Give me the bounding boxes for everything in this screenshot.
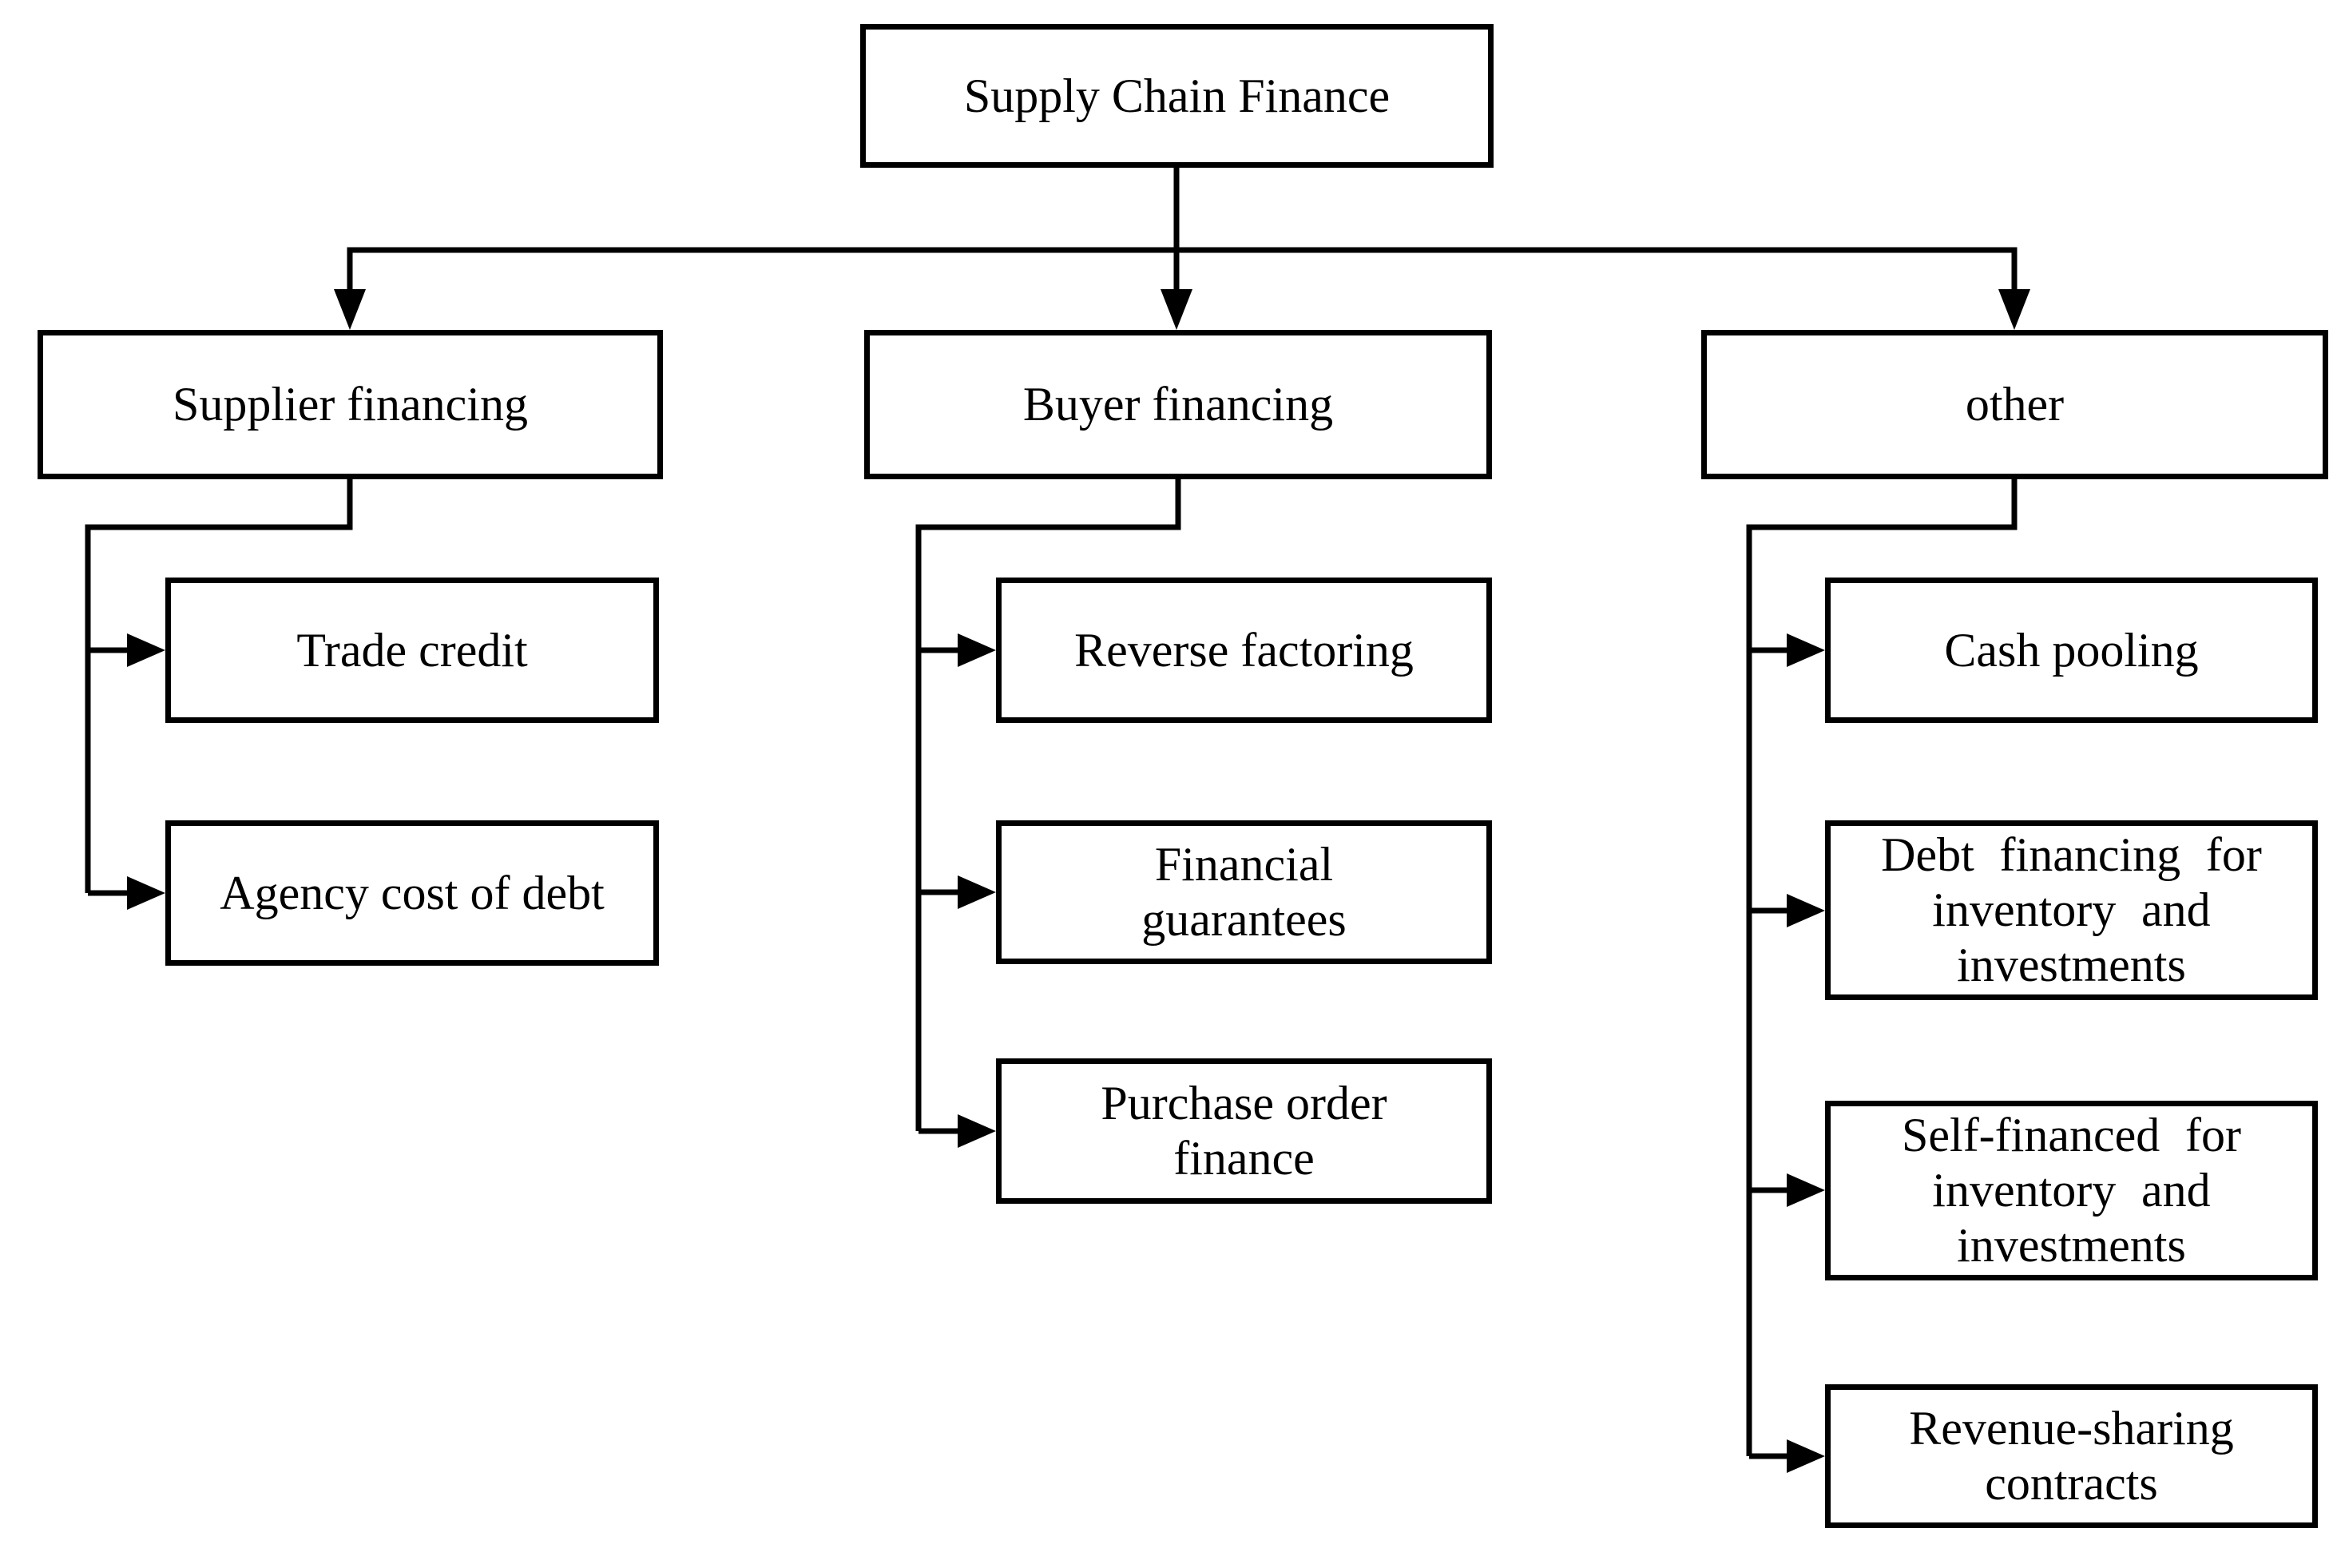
arrowhead-cash — [1787, 633, 1825, 667]
connector-other-spine — [1746, 479, 2018, 1456]
arrowhead-buyer — [1161, 289, 1192, 330]
node-debt-financing-label: Debt financing for inventory and investm… — [1881, 828, 2262, 991]
arrowhead-reverse — [958, 633, 996, 667]
arrowhead-purchase — [958, 1114, 996, 1148]
connector-supplier-spine — [85, 479, 353, 893]
node-other: other — [1701, 330, 2328, 479]
node-revenue-sharing-contracts: Revenue-sharing contracts — [1825, 1384, 2318, 1528]
arrowhead-other — [1998, 289, 2030, 330]
node-cash-pooling: Cash pooling — [1825, 578, 2318, 723]
arrowhead-self — [1787, 1173, 1825, 1207]
node-buyer-financing: Buyer financing — [864, 330, 1492, 479]
node-supply-chain-finance-label: Supply Chain Finance — [963, 69, 1391, 122]
node-financial-guarantees: Financial guarantees — [996, 820, 1492, 964]
node-financial-guarantees-label: Financial guarantees — [1141, 838, 1347, 946]
node-self-financed-label: Self-financed for inventory and investme… — [1902, 1109, 2241, 1272]
node-supply-chain-finance: Supply Chain Finance — [860, 24, 1494, 168]
arrowhead-revenue — [1787, 1439, 1825, 1473]
arrowhead-trade — [127, 633, 165, 667]
node-purchase-order-finance: Purchase order finance — [996, 1058, 1492, 1204]
node-cash-pooling-label: Cash pooling — [1944, 623, 2199, 677]
node-revenue-sharing-contracts-label: Revenue-sharing contracts — [1909, 1402, 2234, 1510]
node-supplier-financing: Supplier financing — [38, 330, 663, 479]
connector-buyer-spine — [915, 479, 1181, 1131]
arrowhead-agency — [127, 876, 165, 910]
node-buyer-financing-label: Buyer financing — [1022, 378, 1334, 431]
node-trade-credit-label: Trade credit — [296, 623, 528, 677]
node-reverse-factoring-label: Reverse factoring — [1074, 623, 1414, 677]
node-trade-credit: Trade credit — [165, 578, 659, 723]
arrowhead-supplier — [334, 289, 366, 330]
node-agency-cost-of-debt: Agency cost of debt — [165, 820, 659, 966]
node-reverse-factoring: Reverse factoring — [996, 578, 1492, 723]
node-purchase-order-finance-label: Purchase order finance — [1101, 1077, 1387, 1185]
node-supplier-financing-label: Supplier financing — [173, 378, 528, 431]
node-debt-financing: Debt financing for inventory and investm… — [1825, 820, 2318, 1000]
node-other-label: other — [1965, 378, 2065, 431]
node-agency-cost-of-debt-label: Agency cost of debt — [220, 866, 605, 919]
arrowhead-financial — [958, 875, 996, 909]
node-self-financed: Self-financed for inventory and investme… — [1825, 1101, 2318, 1280]
arrowhead-debt — [1787, 894, 1825, 927]
